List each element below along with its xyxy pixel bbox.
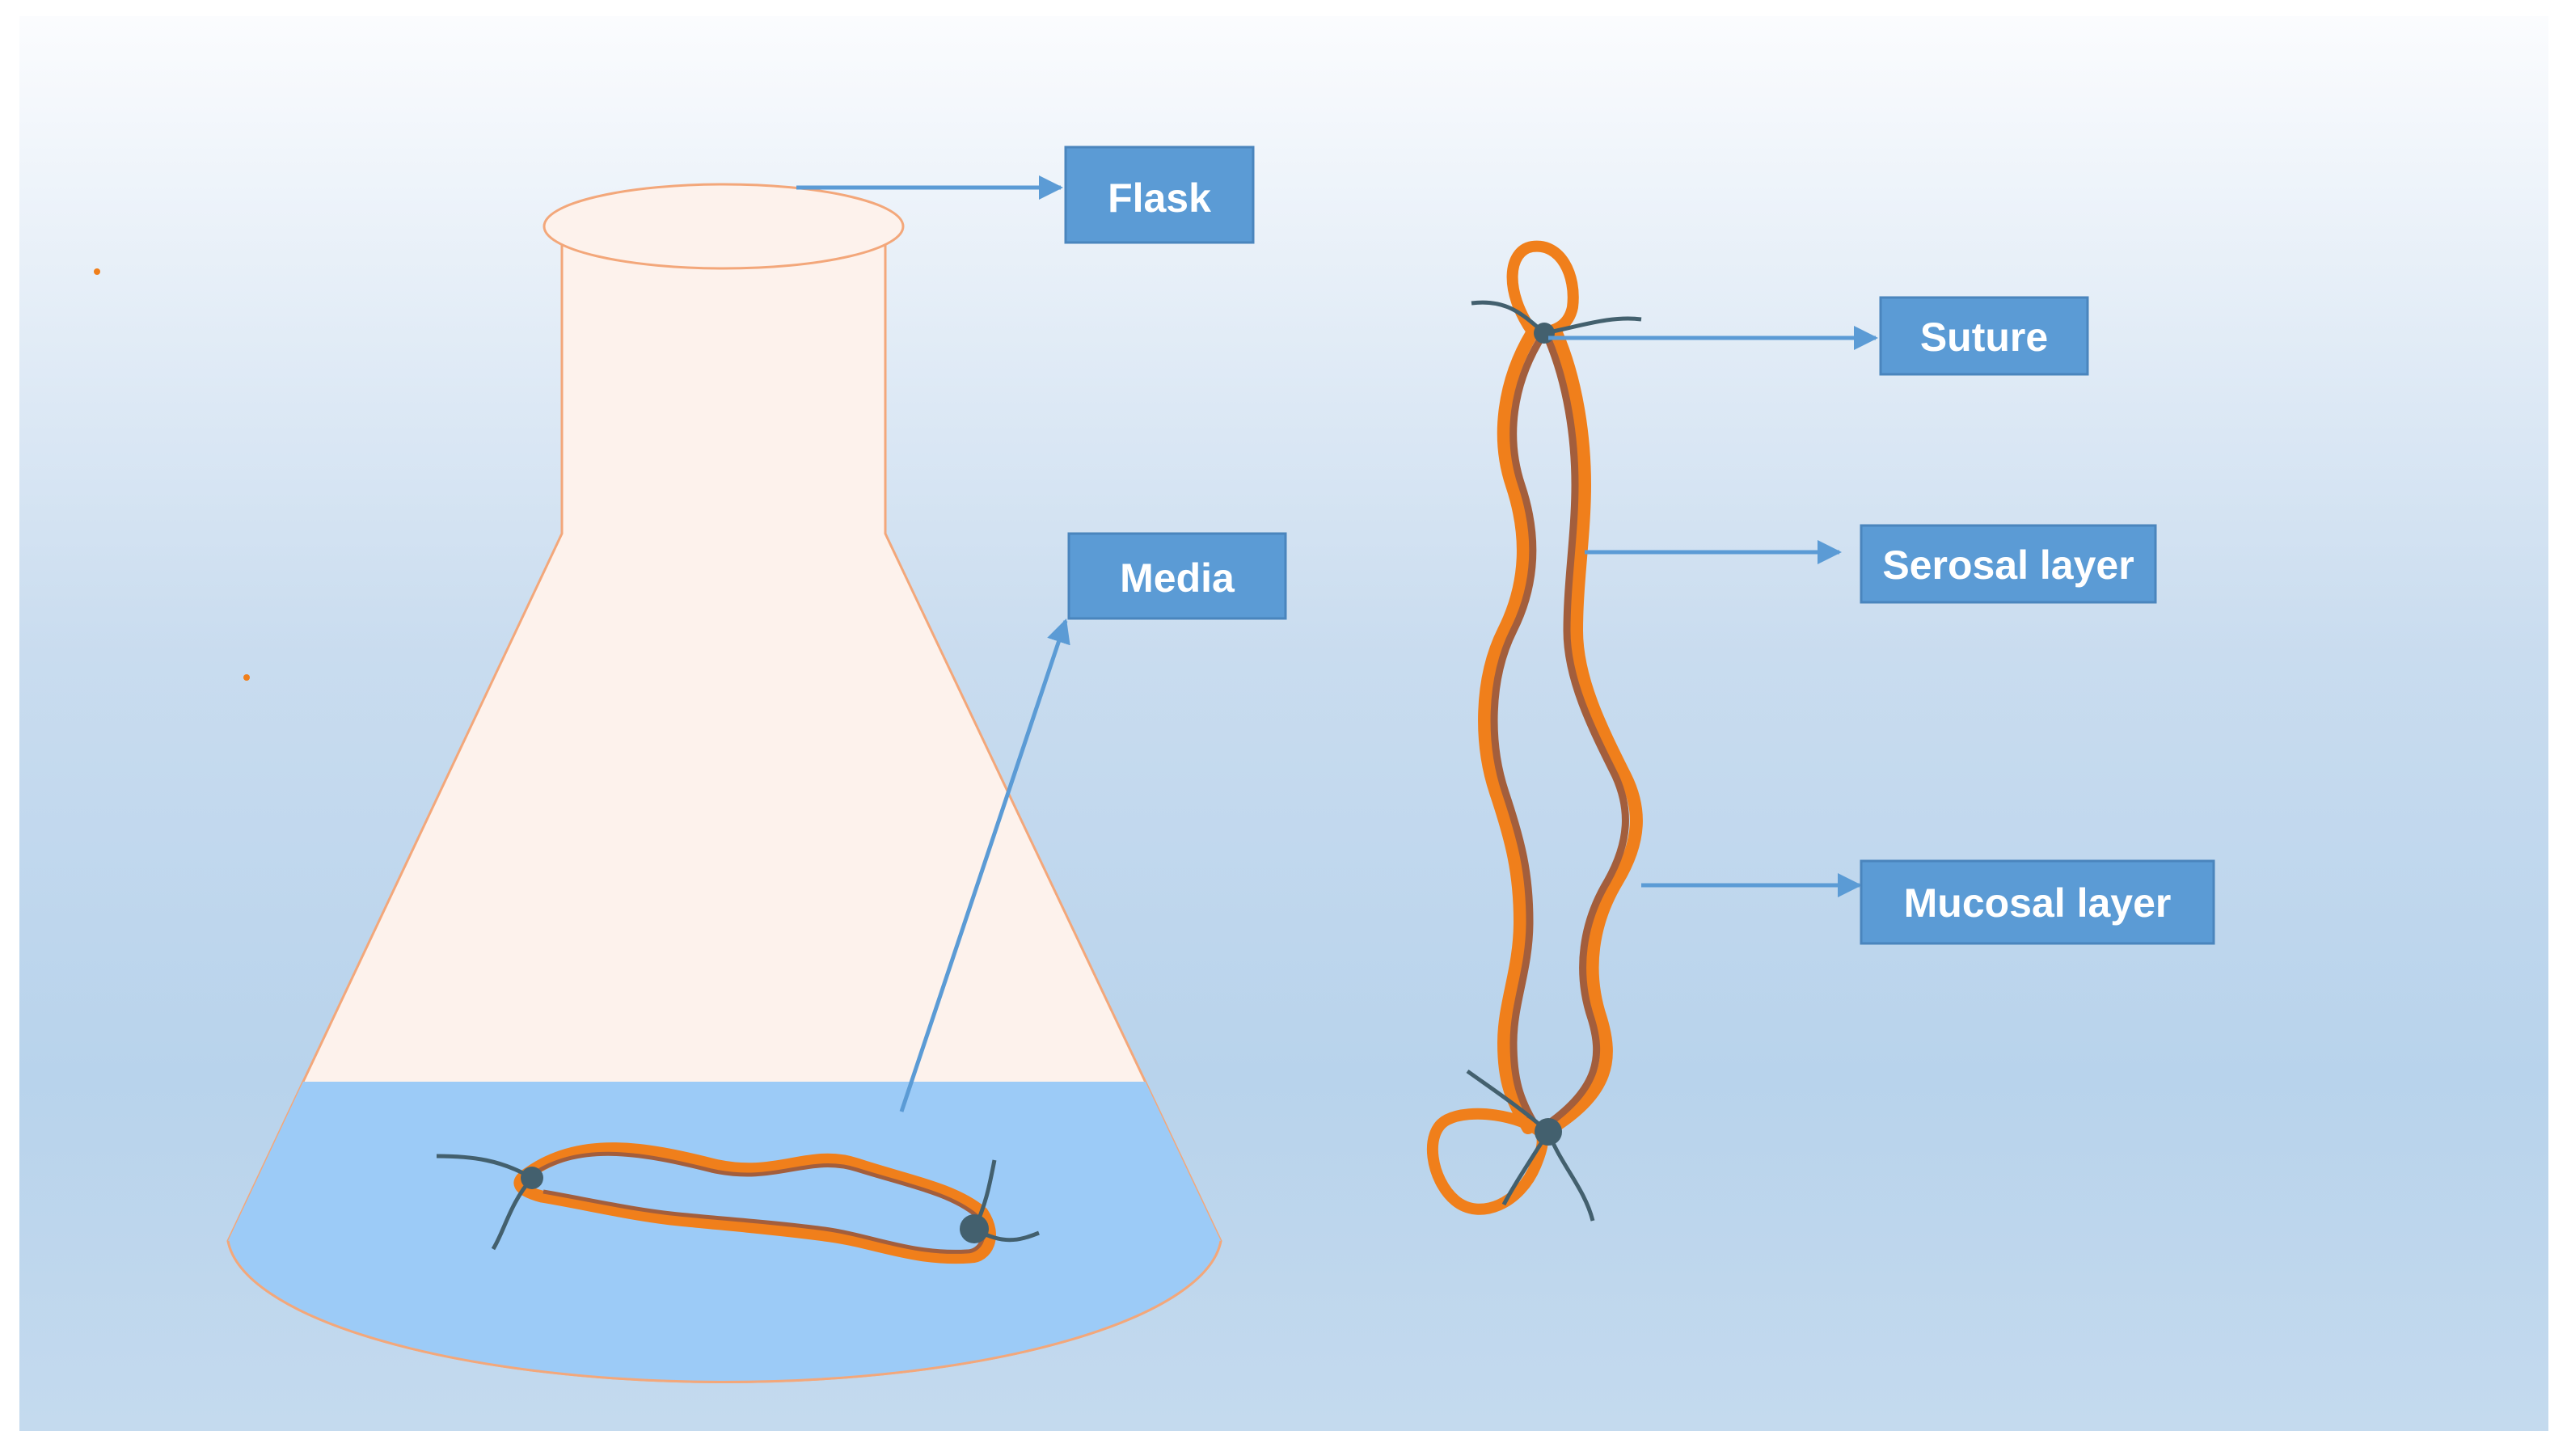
label-suture: Suture [1879,296,2089,376]
label-flask-text: Flask [1108,175,1211,221]
tissue-in-flask [436,1142,1040,1264]
arrow-media [899,618,1070,1112]
label-serosal-text: Serosal layer [1882,542,2134,588]
label-media-text: Media [1120,555,1235,601]
tissue-serosal-outline [513,1142,996,1264]
tissue-mucosal-contour [1490,336,1544,1128]
label-serosal: Serosal layer [1860,524,2157,604]
flask [226,183,1222,1383]
tissue-mucosal-contour [1544,336,1629,1128]
stray-dot [94,268,100,275]
label-flask: Flask [1064,146,1255,244]
label-media: Media [1067,532,1287,620]
tissue-suture-left [436,1154,543,1251]
suture-bottom [1466,1069,1595,1222]
tissue-suture-right [960,1159,1040,1243]
flask-rim [543,183,905,270]
stray-dot [243,674,250,681]
label-mucosal-text: Mucosal layer [1904,880,2172,926]
tissue-serosal-contour [1546,327,1643,1134]
label-suture-text: Suture [1920,314,2048,360]
tissue-specimen [1426,240,1643,1222]
label-mucosal: Mucosal layer [1860,859,2215,945]
media-liquid [228,1082,1221,1382]
tissue-bottom-loop [1426,1108,1548,1215]
tissue-serosal-contour [1478,327,1539,1134]
tissue-top-loop [1506,240,1579,339]
